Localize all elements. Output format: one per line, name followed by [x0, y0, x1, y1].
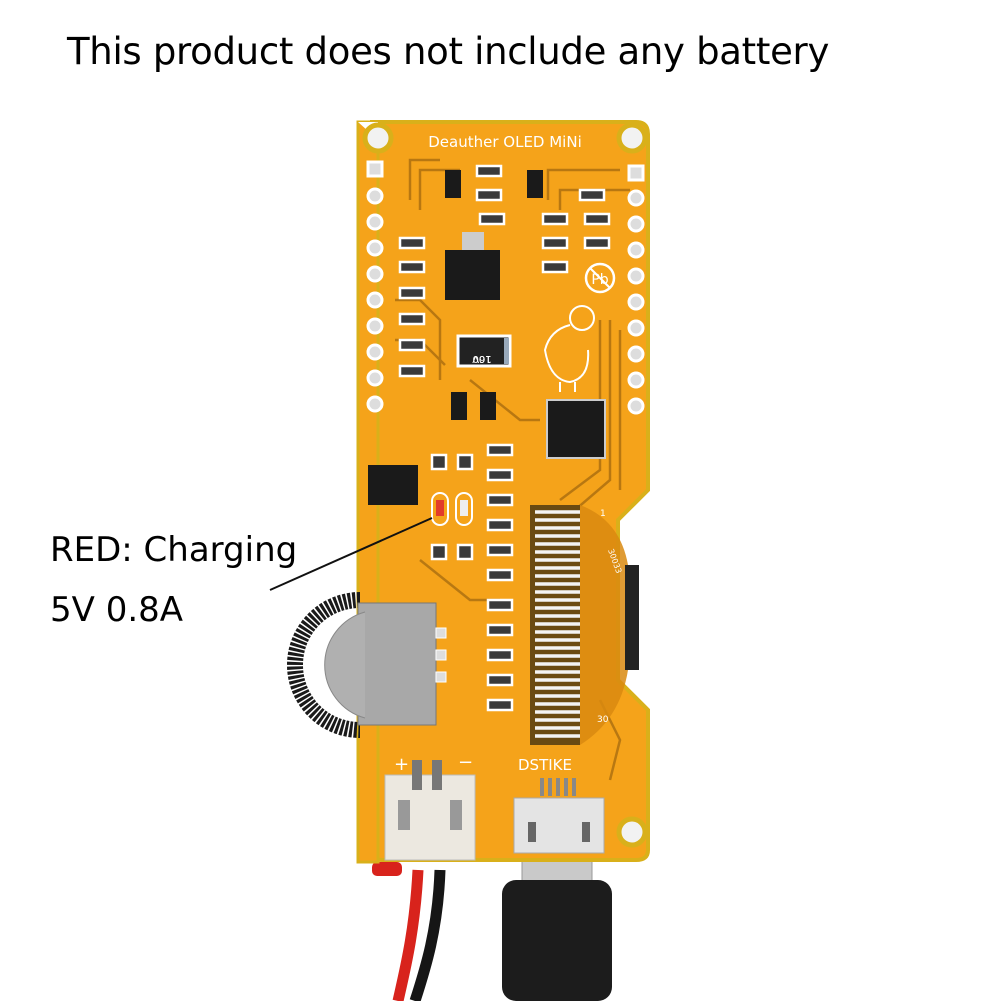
battery-plus-label: + [394, 754, 409, 775]
annotation-power-label: 5V 0.8A [50, 590, 184, 630]
resistors [398, 164, 611, 712]
left-header-pins [366, 160, 384, 413]
battery-jst-connector[interactable]: + − [384, 752, 476, 861]
mounting-hole [616, 816, 648, 848]
battery-minus-label: − [458, 752, 473, 773]
chicken-logo-icon [543, 305, 595, 392]
microcontroller-chip [546, 399, 606, 459]
brand-silkscreen: DSTIKE [518, 756, 572, 774]
pb-free-icon: Pb [584, 262, 616, 294]
right-header-pins [627, 164, 645, 415]
svg-text:16V: 16V [472, 353, 492, 364]
svg-text:Pb: Pb [591, 272, 608, 288]
battery-cable [372, 862, 446, 1001]
annotation-pointer-line [269, 517, 433, 591]
micro-usb-port[interactable] [513, 778, 605, 854]
svg-text:30: 30 [597, 715, 609, 725]
charger-ic [368, 465, 418, 505]
charging-led [431, 492, 449, 526]
tantalum-capacitor: 16V 100 [456, 334, 512, 368]
board-title: Deauther OLED MiNi [428, 133, 582, 151]
voltage-regulator [445, 250, 500, 300]
mounting-hole [616, 122, 648, 154]
usb-cable [502, 849, 612, 1001]
headline-text: This product does not include any batter… [67, 30, 830, 73]
transistors [445, 170, 543, 420]
jog-wheel-switch[interactable] [287, 592, 447, 738]
oled-fpc-connector: 1 30 30033 [530, 505, 639, 745]
svg-text:1: 1 [600, 509, 606, 519]
annotation-charging-label: RED: Charging [50, 530, 298, 570]
svg-text:100: 100 [472, 353, 491, 364]
mounting-hole [362, 122, 394, 154]
status-led [455, 492, 473, 526]
